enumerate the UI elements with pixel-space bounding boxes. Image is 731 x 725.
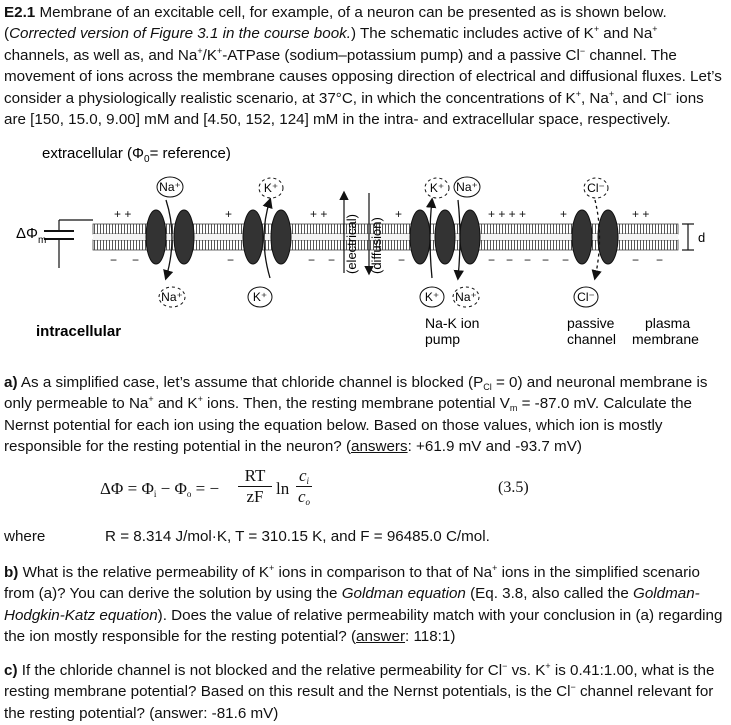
- svg-text:−: −: [506, 253, 513, 267]
- svg-text:−: −: [110, 253, 117, 267]
- positive-charges: + + + + + + + + + + + + +: [114, 207, 649, 221]
- nernst-equation: ΔΦ = Φi − Φo = − RT zF ln ci co (3.5): [100, 466, 529, 507]
- svg-text:−: −: [632, 253, 639, 267]
- svg-text:−: −: [398, 253, 405, 267]
- svg-text:+ +: + +: [114, 207, 131, 221]
- delta-phi-label: ΔΦm: [16, 225, 46, 246]
- svg-text:Cl⁻: Cl⁻: [577, 290, 595, 304]
- svg-text:+ +: + +: [310, 207, 327, 221]
- electrical-label: (electrical): [344, 214, 359, 274]
- equation-number: (3.5): [498, 479, 529, 496]
- corrected-note: Corrected version of Figure 3.1 in the c…: [9, 25, 351, 43]
- svg-text:plasma: plasma: [645, 315, 690, 331]
- svg-text:−: −: [656, 253, 663, 267]
- ions-bottom: Na⁺ K⁺ K⁺ Na⁺ Cl⁻: [158, 286, 599, 308]
- figure-labels: Na-K ion pump passive channel plasma mem…: [425, 315, 699, 347]
- ions-top: Na⁺ K⁺ K⁺ Na⁺ Cl⁻: [156, 176, 609, 199]
- svg-text:+: +: [395, 207, 402, 221]
- svg-text:+ +: + +: [632, 207, 649, 221]
- svg-text:K⁺: K⁺: [264, 181, 278, 195]
- svg-text:+: +: [225, 207, 232, 221]
- svg-text:−: −: [308, 253, 315, 267]
- part-c: c) If the chloride channel is not blocke…: [4, 661, 715, 722]
- svg-text:K⁺: K⁺: [425, 290, 439, 304]
- svg-text:Na⁺: Na⁺: [159, 180, 181, 194]
- svg-text:−: −: [328, 253, 335, 267]
- svg-text:−: −: [562, 253, 569, 267]
- svg-text:K⁺: K⁺: [430, 181, 444, 195]
- svg-text:Na⁺: Na⁺: [161, 290, 183, 304]
- extracellular-label: extracellular (Φ0= reference): [42, 145, 231, 165]
- thickness-indicator: d: [682, 223, 705, 251]
- svg-text:−: −: [227, 253, 234, 267]
- svg-text:+: +: [560, 207, 567, 221]
- flux-arrows: [163, 197, 602, 281]
- channel-proteins: [145, 209, 619, 265]
- svg-text:Cl⁻: Cl⁻: [587, 181, 605, 195]
- diffusion-label: (diffusion): [369, 217, 384, 274]
- svg-text:−: −: [542, 253, 549, 267]
- intracellular-label: intracellular: [36, 323, 121, 340]
- svg-text:Na⁺: Na⁺: [455, 290, 477, 304]
- where-line: where R = 8.314 J/mol·K, T = 310.15 K, a…: [4, 528, 490, 545]
- svg-text:+ + + +: + + + +: [488, 207, 526, 221]
- capacitor-symbol: [44, 219, 93, 268]
- svg-text:−: −: [132, 253, 139, 267]
- svg-text:pump: pump: [425, 331, 460, 347]
- svg-text:d: d: [698, 230, 705, 245]
- membrane-band: [92, 223, 679, 251]
- intro-paragraph: E2.1 Membrane of an excitable cell, for …: [4, 4, 722, 129]
- part-a: a) As a simplified case, let’s assume th…: [4, 374, 708, 456]
- svg-text:−: −: [488, 253, 495, 267]
- flux-legend: (electrical) (diffusion): [339, 190, 384, 276]
- svg-text:−: −: [524, 253, 531, 267]
- svg-text:passive: passive: [567, 315, 615, 331]
- svg-text:Na⁺: Na⁺: [456, 180, 478, 194]
- negative-charges: − − − − − − − − − − − − −: [110, 253, 663, 267]
- svg-text:membrane: membrane: [632, 331, 699, 347]
- membrane-figure: extracellular (Φ0= reference) intracellu…: [16, 145, 705, 347]
- svg-text:K⁺: K⁺: [253, 290, 267, 304]
- svg-text:Na-K ion: Na-K ion: [425, 315, 479, 331]
- problem-code: E2.1: [4, 4, 36, 21]
- part-b: b) What is the relative permeability of …: [4, 563, 723, 646]
- svg-text:channel: channel: [567, 331, 616, 347]
